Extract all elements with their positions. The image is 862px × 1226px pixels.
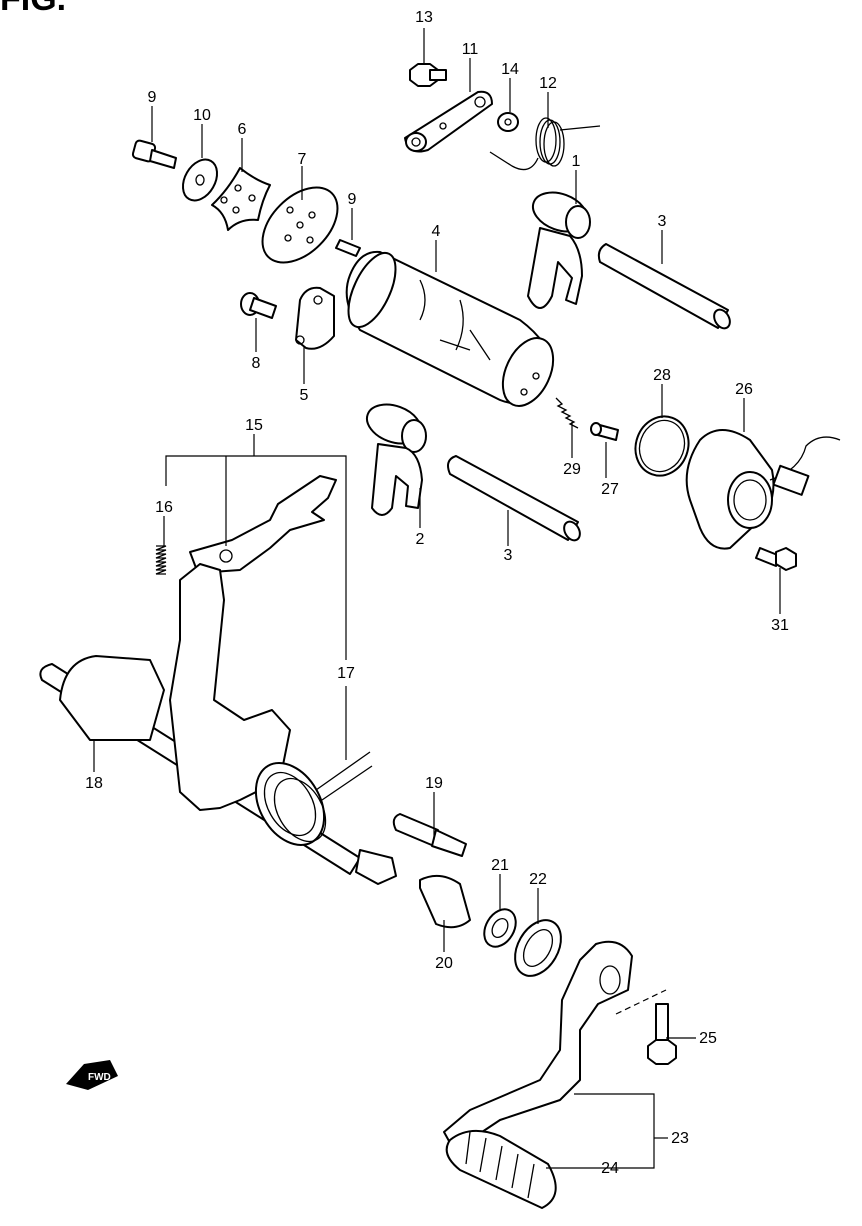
part-6-star-plate — [211, 167, 271, 231]
callout-21: 20 — [435, 955, 453, 972]
part-5-plate — [295, 286, 335, 350]
part-1-shift-fork — [527, 191, 591, 309]
part-23-oil-seal — [514, 919, 562, 977]
callout-19: 18 — [85, 775, 103, 792]
callout-5: 5 — [300, 387, 309, 404]
part-2-shift-fork — [365, 403, 427, 516]
part-19-shift-shaft — [39, 563, 397, 885]
callout-2: 2 — [416, 531, 425, 548]
part-10-screw — [131, 139, 177, 169]
diagram-header: FIG. — [0, 0, 66, 18]
part-15-washer — [497, 112, 519, 132]
callout-23: 22 — [529, 871, 547, 888]
part-20-bolt — [392, 813, 467, 857]
callout-26: 25 — [699, 1030, 717, 1047]
callout-29: 28 — [653, 367, 671, 384]
part-18-spring — [315, 751, 373, 801]
callout-4: 4 — [432, 223, 441, 240]
callout-13: 12 — [539, 75, 557, 92]
callout-labels: 13 11 14 12 9 10 6 7 9 4 1 3 8 5 28 26 1… — [85, 9, 789, 1177]
callout-11: 10 — [193, 107, 211, 124]
part-21-bush — [419, 874, 471, 929]
callout-14: 13 — [415, 9, 433, 26]
callout-31: 31 — [771, 617, 789, 634]
part-30-spring — [555, 397, 579, 429]
part-29-o-ring — [634, 415, 690, 477]
part-11-washer — [181, 158, 219, 202]
part-28-plunger — [590, 422, 619, 441]
callout-28: 27 — [601, 481, 619, 498]
part-17-spring — [155, 545, 167, 575]
part-25-rubber — [445, 1129, 557, 1209]
callout-17: 16 — [155, 499, 173, 516]
callout-1: 1 — [572, 153, 581, 170]
callout-6: 6 — [238, 121, 247, 138]
part-3-shaft-lower — [447, 455, 581, 542]
callout-27: 26 — [735, 381, 753, 398]
part-14-bolt — [409, 63, 447, 87]
callout-10: 9 — [148, 89, 157, 106]
callout-25: 24 — [601, 1160, 619, 1177]
part-8-screw — [240, 292, 277, 319]
part-31-bolt — [755, 547, 797, 571]
callout-20: 19 — [425, 775, 443, 792]
callout-8: 8 — [252, 355, 261, 372]
part-12-arm — [404, 90, 493, 153]
callout-9: 9 — [348, 191, 357, 208]
callout-12: 11 — [462, 41, 479, 58]
callout-15: 14 — [501, 61, 519, 78]
part-13-spring — [489, 117, 601, 171]
part-16-shift-arm-plate — [189, 475, 337, 573]
part-24-shift-lever — [443, 940, 633, 1151]
callout-16: 15 — [245, 417, 263, 434]
fwd-arrow-icon: FWD — [66, 1060, 118, 1090]
part-9-pin — [335, 239, 361, 257]
leader-lines — [93, 28, 781, 1169]
part-22-washer — [483, 908, 517, 948]
callout-22: 21 — [491, 857, 509, 874]
part-27-switch — [685, 429, 841, 550]
part-3-shaft-upper — [597, 243, 731, 330]
part-26-bolt — [647, 1003, 677, 1065]
callout-24: 23 — [671, 1130, 689, 1147]
callout-30: 29 — [563, 461, 581, 478]
part-4-shift-drum — [345, 250, 555, 407]
callout-3-lower: 3 — [504, 547, 513, 564]
callout-3-upper: 3 — [658, 213, 667, 230]
fwd-label: FWD — [88, 1072, 111, 1083]
callout-18: 17 — [337, 665, 355, 682]
callout-7: 7 — [298, 151, 307, 168]
part-7-disc — [261, 186, 339, 264]
